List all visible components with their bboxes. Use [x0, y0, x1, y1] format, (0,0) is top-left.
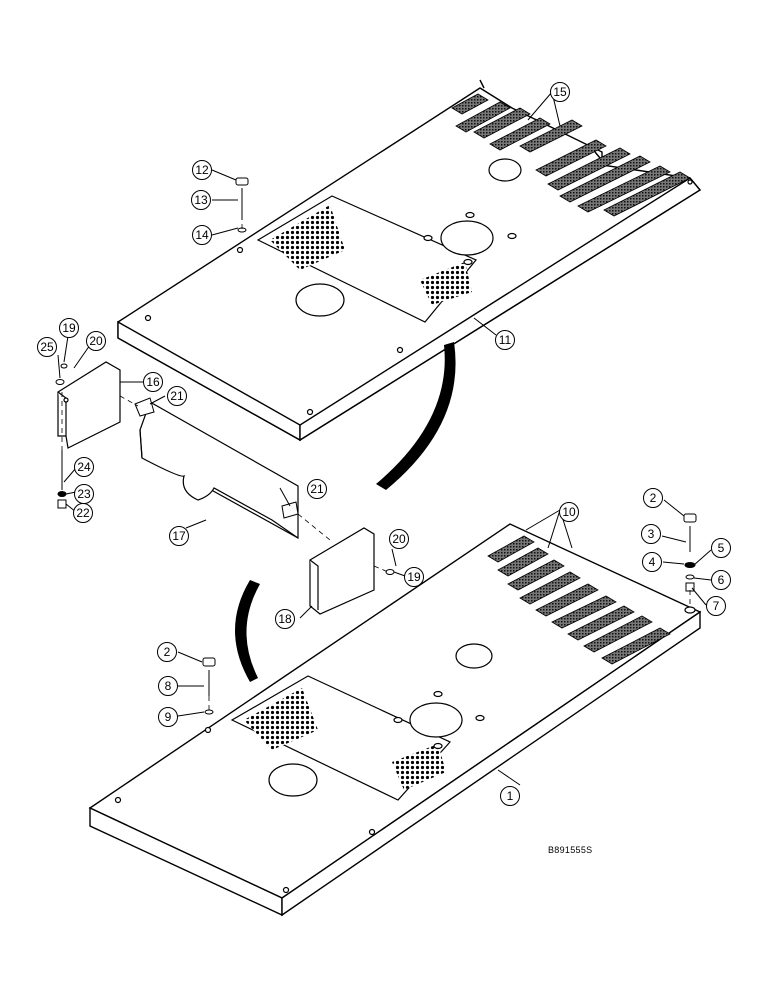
svg-text:25: 25 — [40, 340, 54, 354]
svg-text:23: 23 — [77, 487, 91, 501]
callout-3: 3 — [641, 524, 661, 544]
left-shield — [57, 361, 121, 449]
right-shield — [309, 527, 375, 615]
svg-text:1: 1 — [507, 789, 514, 803]
callout-leaders — [57, 91, 712, 786]
callout-23: 23 — [74, 484, 94, 504]
svg-text:9: 9 — [165, 710, 172, 724]
svg-text:20: 20 — [392, 532, 406, 546]
svg-text:2: 2 — [650, 491, 657, 505]
svg-text:2: 2 — [164, 645, 171, 659]
callout-9: 9 — [158, 707, 178, 727]
svg-text:14: 14 — [195, 228, 209, 242]
callout-12: 12 — [192, 160, 212, 180]
lower-floor-plate — [88, 523, 702, 917]
callout-8: 8 — [158, 676, 178, 696]
upper-plate-holes — [144, 158, 693, 416]
lower-mesh-perforations-left — [244, 688, 318, 750]
upper-vent-screens — [451, 93, 691, 217]
svg-text:13: 13 — [194, 193, 208, 207]
upper-mesh-perforations-right — [420, 262, 472, 305]
svg-text:8: 8 — [165, 679, 172, 693]
callout-13: 13 — [191, 190, 211, 210]
svg-text:22: 22 — [76, 506, 90, 520]
callout-10: 10 — [559, 502, 579, 522]
callout-18: 18 — [275, 609, 295, 629]
svg-text:17: 17 — [172, 529, 186, 543]
callout-24: 24 — [74, 457, 94, 477]
svg-text:10: 10 — [562, 505, 576, 519]
svg-text:18: 18 — [278, 612, 292, 626]
callout-14: 14 — [192, 225, 212, 245]
alignment-lines — [61, 215, 691, 712]
callout-6: 6 — [711, 570, 731, 590]
svg-text:6: 6 — [718, 573, 725, 587]
svg-text:20: 20 — [89, 334, 103, 348]
callout-16: 16 — [143, 372, 163, 392]
upper-mesh-perforations-left — [270, 205, 345, 270]
callout-15: 15 — [550, 82, 570, 102]
svg-text:3: 3 — [648, 527, 655, 541]
svg-text:7: 7 — [713, 599, 720, 613]
callout-bubbles: 1 2 3 4 5 6 7 2 8 9 10 11 12 13 14 15 16… — [37, 82, 731, 806]
svg-text:4: 4 — [649, 555, 656, 569]
callout-19-right: 19 — [404, 567, 424, 587]
svg-text:15: 15 — [553, 85, 567, 99]
callout-21-lower: 21 — [307, 479, 327, 499]
svg-text:12: 12 — [195, 163, 209, 177]
drawing-code: B891555S — [548, 845, 593, 855]
assembly-arrow-lower — [235, 580, 260, 682]
callout-21-upper: 21 — [167, 386, 187, 406]
callout-7: 7 — [706, 596, 726, 616]
callout-1: 1 — [500, 786, 520, 806]
svg-text:19: 19 — [407, 570, 421, 584]
lower-vent-screens — [487, 535, 671, 665]
callout-20-left: 20 — [86, 331, 106, 351]
callout-20-right: 20 — [389, 529, 409, 549]
lower-plate-holes — [114, 606, 696, 894]
callout-17: 17 — [169, 526, 189, 546]
svg-text:21: 21 — [170, 389, 184, 403]
svg-text:5: 5 — [718, 541, 725, 555]
svg-text:11: 11 — [499, 333, 512, 347]
callout-2-left: 2 — [157, 642, 177, 662]
callout-11: 11 — [495, 330, 515, 350]
callout-4: 4 — [642, 552, 662, 572]
assembly-arrow-upper — [376, 342, 456, 490]
callout-22: 22 — [73, 503, 93, 523]
callout-19-left: 19 — [59, 318, 79, 338]
callout-2-right: 2 — [643, 488, 663, 508]
svg-text:16: 16 — [146, 375, 160, 389]
svg-text:19: 19 — [62, 321, 76, 335]
svg-text:21: 21 — [310, 482, 324, 496]
svg-text:24: 24 — [77, 460, 91, 474]
callout-5: 5 — [711, 538, 731, 558]
callout-25: 25 — [37, 337, 57, 357]
lower-mesh-perforations-right — [392, 744, 446, 790]
